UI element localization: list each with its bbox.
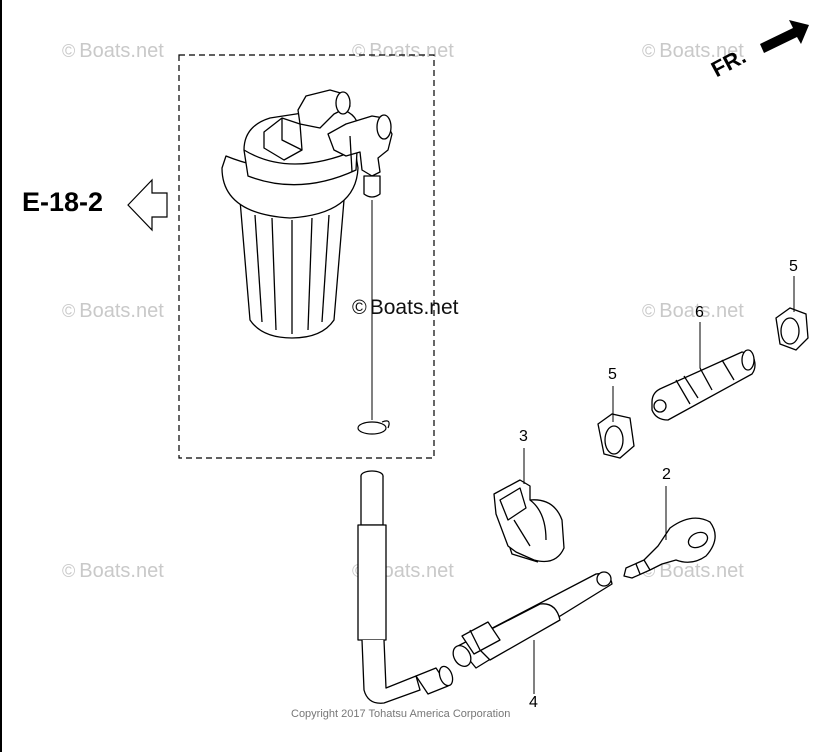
reference-label[interactable]: E-18-2 bbox=[22, 187, 104, 217]
fuel-filter bbox=[221, 89, 393, 339]
nut-5-right bbox=[775, 307, 809, 351]
hose-clip-3 bbox=[493, 479, 565, 563]
watermark: ©Boats.net bbox=[642, 300, 744, 322]
fuel-hose-horizontal bbox=[452, 571, 613, 669]
nut-5-left bbox=[597, 413, 635, 459]
watermark: ©Boats.net bbox=[642, 40, 744, 62]
fuel-hose bbox=[357, 470, 454, 704]
watermark: ©Boats.net bbox=[352, 40, 454, 62]
callout-3: 3 bbox=[519, 428, 528, 445]
callout-2: 2 bbox=[662, 466, 671, 483]
filter-group-box bbox=[178, 54, 435, 459]
callout-6: 6 bbox=[695, 304, 704, 321]
copyright-notice: Copyright 2017 Tohatsu America Corporati… bbox=[291, 708, 511, 720]
hose-clip bbox=[357, 420, 390, 435]
terminal-2 bbox=[623, 517, 716, 579]
forward-arrow-icon bbox=[760, 20, 809, 53]
callout-5-right: 5 bbox=[789, 258, 798, 275]
center-watermark: ©Boats.net bbox=[352, 296, 459, 319]
callout-5-left: 5 bbox=[608, 366, 617, 383]
callout-4: 4 bbox=[529, 694, 538, 711]
watermark: ©Boats.net bbox=[62, 300, 164, 322]
reference-arrow-icon bbox=[127, 178, 168, 232]
watermark: ©Boats.net bbox=[62, 560, 164, 582]
joint-pipe-6 bbox=[651, 349, 756, 421]
watermark: ©Boats.net bbox=[62, 40, 164, 62]
